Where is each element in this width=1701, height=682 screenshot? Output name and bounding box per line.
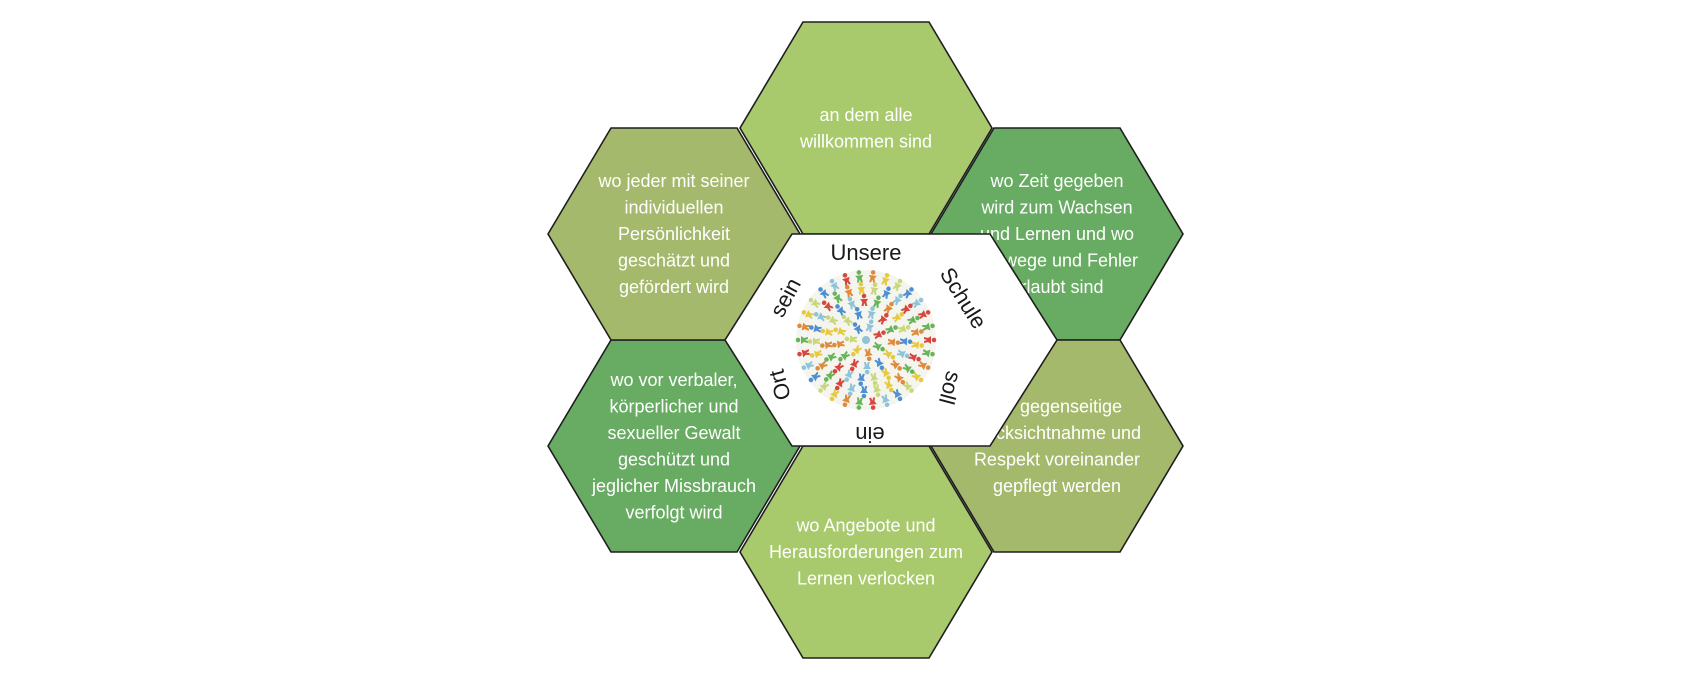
hexagon-bottom-line: Herausforderungen zum	[769, 542, 963, 562]
hexagon-top-line: an dem alle	[819, 105, 912, 125]
hexagon-lower-left-line: sexueller Gewalt	[607, 423, 740, 443]
hexagon-top: an dem alle willkommen sind	[739, 21, 993, 235]
hexagon-upper-right-line: Umwege und Fehler	[976, 251, 1138, 271]
hexagon-upper-left-line: Persönlichkeit	[618, 224, 730, 244]
hexagon-lower-left-line: geschützt und	[618, 449, 730, 469]
hexagon-lower-left-line: körperlicher und	[609, 396, 738, 416]
hexagon-upper-left-line: individuellen	[624, 198, 723, 218]
hexagon-upper-right-line: wo Zeit gegeben	[989, 171, 1123, 191]
hexagon-upper-left-line: wo jeder mit seiner	[597, 171, 749, 191]
hexagon-lower-right-line: wo gegenseitige	[991, 396, 1122, 416]
hexagon-bottom-line: wo Angebote und	[795, 516, 935, 536]
hexagon-lower-right-line: Respekt voreinander	[974, 449, 1140, 469]
hexagon-bottom-line: Lernen verlocken	[797, 569, 935, 589]
hexagon-upper-left-line: geschätzt und	[618, 251, 730, 271]
center-word-unsere: Unsere	[831, 240, 902, 265]
globe-of-paper-figures-icon	[795, 270, 937, 410]
hexagon-upper-right-line: wird zum Wachsen	[980, 198, 1132, 218]
center-word-ein: ein	[855, 422, 884, 447]
hexagon-lower-right-line: gepflegt werden	[993, 476, 1121, 496]
hexagon-upper-right-line: erlaubt sind	[1010, 277, 1103, 297]
hexagon-lower-left: wo vor verbaler, körperlicher und sexuelle…	[547, 339, 801, 553]
hexagon-upper-left: wo jeder mit seiner individuellenPersönli…	[547, 127, 801, 341]
hexagon-lower-left-line: jeglicher Missbrauch	[591, 476, 756, 496]
hexagon-lower-left-line: verfolgt wird	[625, 502, 722, 522]
hexagon-top-line: willkommen sind	[799, 131, 932, 151]
hexagon-upper-right-line: und Lernen und wo	[980, 224, 1134, 244]
hexagon-lower-right-line: Rücksichtnahme und	[973, 423, 1141, 443]
hexagon-upper-left-line: gefördert wird	[619, 277, 729, 297]
hexagon-lower-left-line: wo vor verbaler,	[609, 370, 737, 390]
center-hexagon: Unsere Schule soll ein Ort sein	[724, 233, 1058, 447]
